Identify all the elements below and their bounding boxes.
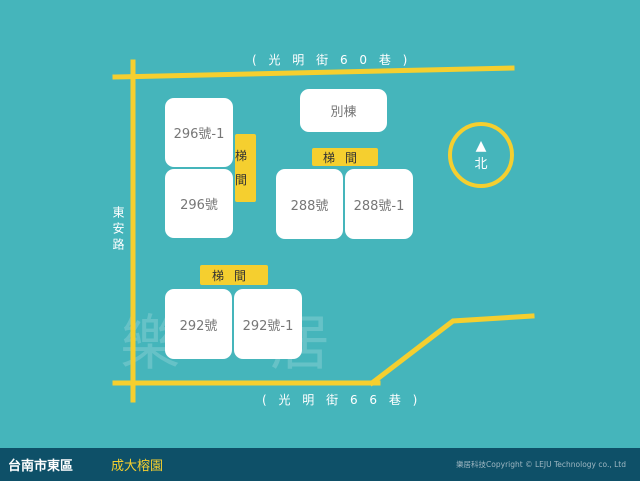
city-label: 台南市東區 bbox=[8, 459, 74, 474]
road-top bbox=[112, 65, 515, 80]
building-292: 292號 bbox=[165, 289, 232, 359]
building-annex: 別棟 bbox=[300, 89, 387, 132]
stairwell: 梯間 bbox=[312, 148, 378, 166]
site-map: 樂居 ( 光 明 街 6 0 巷 ) ( 光 明 街 6 6 巷 ) 東安路 2… bbox=[0, 0, 640, 448]
building-296: 296號 bbox=[165, 169, 233, 238]
road-label-bottom: ( 光 明 街 6 6 巷 ) bbox=[262, 393, 422, 407]
road-label-top: ( 光 明 街 6 0 巷 ) bbox=[252, 53, 412, 67]
building-288-1: 288號-1 bbox=[345, 169, 413, 239]
building-288: 288號 bbox=[276, 169, 343, 239]
road-diagonal bbox=[368, 313, 535, 387]
footer: 台南市東區 成大榕園 樂居科技Copyright © LEJU Technolo… bbox=[0, 448, 640, 481]
building-292-1: 292號-1 bbox=[234, 289, 302, 359]
north-arrow-icon: ▲ bbox=[475, 137, 487, 154]
building-296-1: 296號-1 bbox=[165, 98, 233, 167]
north-label: 北 bbox=[474, 156, 488, 172]
stairwell: 梯間 bbox=[235, 134, 256, 202]
copyright: 樂居科技Copyright © LEJU Technology co., Ltd bbox=[456, 460, 626, 469]
stairwell: 梯間 bbox=[200, 265, 268, 285]
project-name: 成大榕園 bbox=[111, 459, 164, 474]
road-label-left: 東安路 bbox=[111, 206, 125, 254]
north-compass: ▲ 北 bbox=[448, 122, 514, 188]
roads bbox=[112, 59, 535, 403]
